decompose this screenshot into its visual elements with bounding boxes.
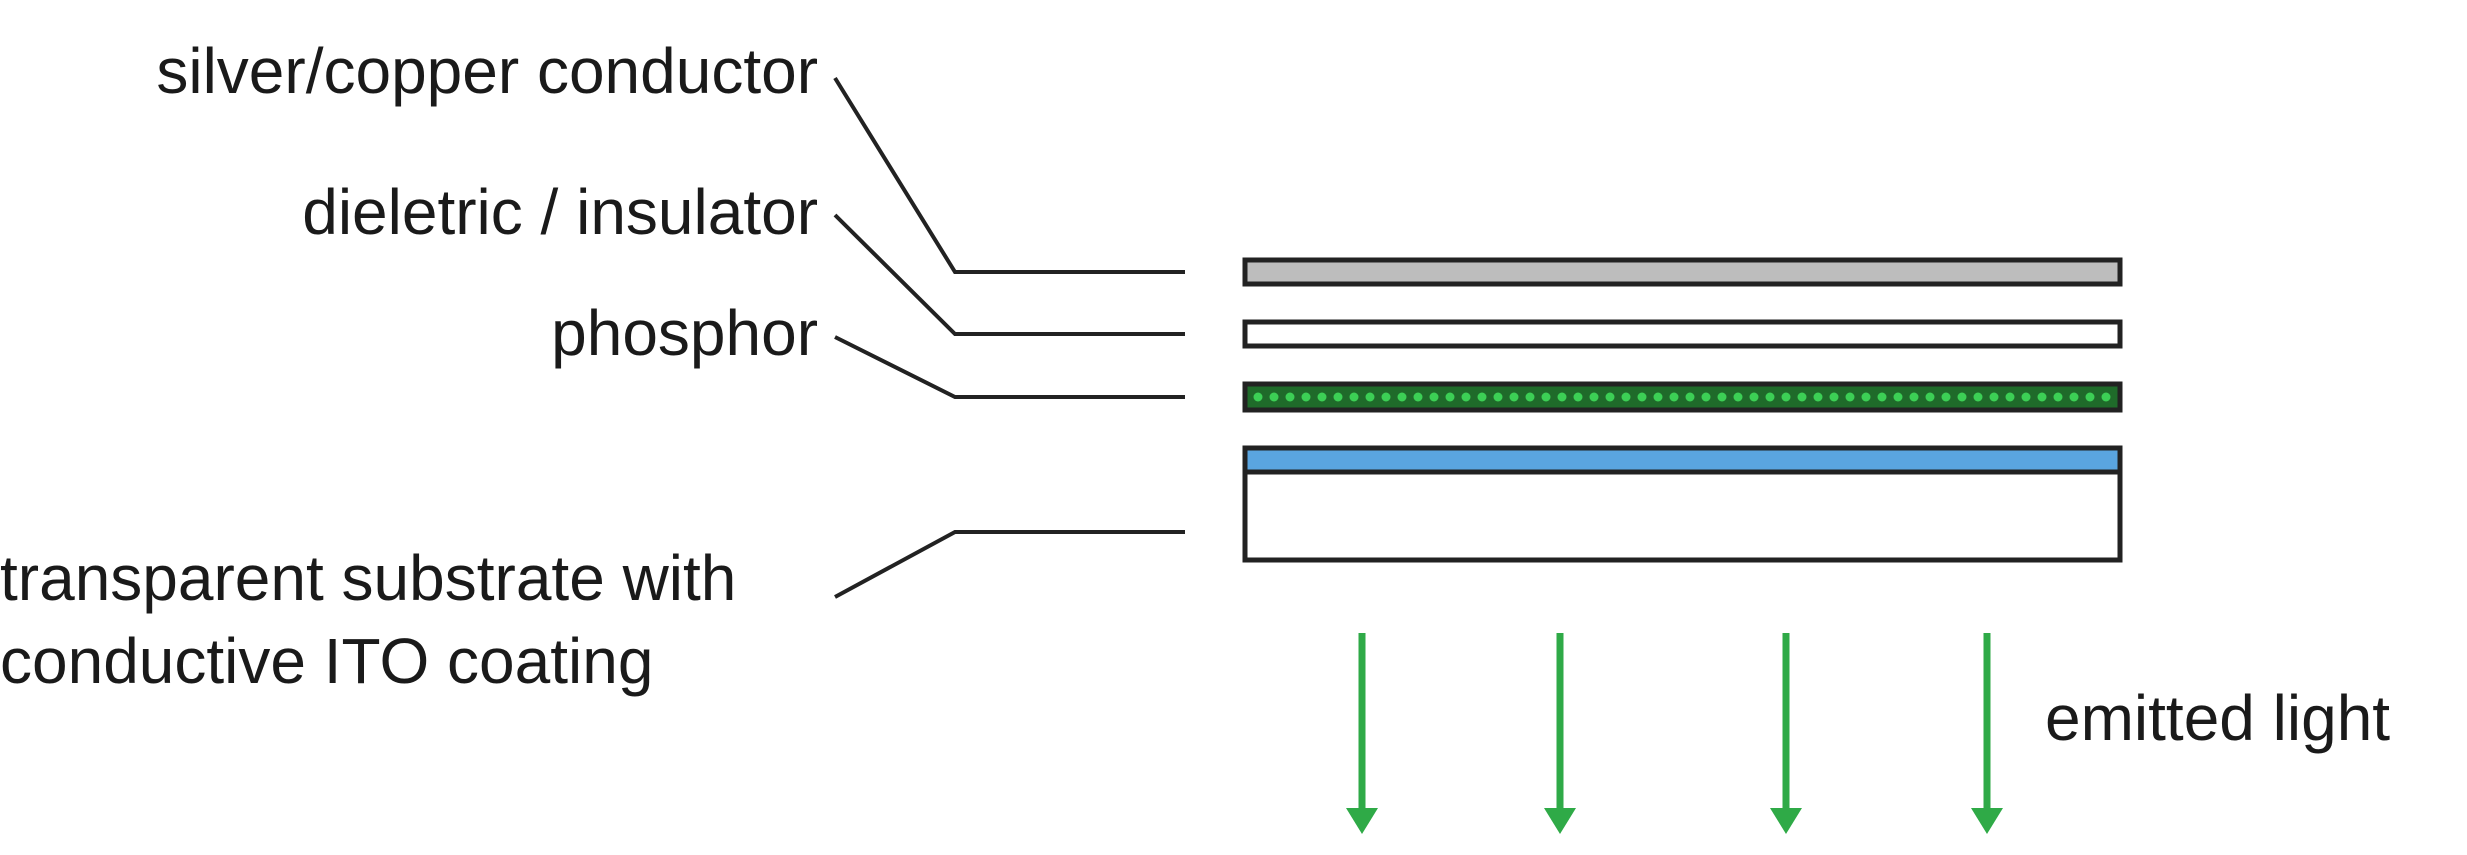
phosphor-particle bbox=[1669, 392, 1679, 402]
emitted-light-arrow-4 bbox=[1971, 633, 2003, 834]
layer-conductor bbox=[1242, 257, 2123, 287]
phosphor-particle bbox=[1397, 392, 1407, 402]
label-emitted-light: emitted light bbox=[2045, 682, 2390, 754]
phosphor-particle bbox=[1477, 392, 1487, 402]
phosphor-particle bbox=[1717, 392, 1727, 402]
label-phosphor: phosphor bbox=[551, 297, 818, 369]
phosphor-particle bbox=[1525, 392, 1535, 402]
emitted-light-arrow-2 bbox=[1544, 633, 1576, 834]
phosphor-particle bbox=[2053, 392, 2063, 402]
phosphor-particle bbox=[1685, 392, 1695, 402]
label-conductor: silver/copper conductor bbox=[156, 35, 818, 107]
emitted-light-arrow-3 bbox=[1770, 633, 1802, 834]
phosphor-particle bbox=[1317, 392, 1327, 402]
label-dielectric: dieletric / insulator bbox=[302, 176, 818, 248]
phosphor-particle bbox=[1429, 392, 1439, 402]
phosphor-particle bbox=[1893, 392, 1903, 402]
phosphor-particle bbox=[1813, 392, 1823, 402]
phosphor-particle bbox=[1541, 392, 1551, 402]
emitted-light-arrow-head bbox=[1544, 808, 1576, 834]
phosphor-particle bbox=[1877, 392, 1887, 402]
phosphor-particle bbox=[1269, 392, 1279, 402]
leader-line-conductor bbox=[833, 76, 1185, 274]
phosphor-particle bbox=[1589, 392, 1599, 402]
phosphor-particle bbox=[2069, 392, 2079, 402]
phosphor-particle bbox=[1349, 392, 1359, 402]
phosphor-particle bbox=[1733, 392, 1743, 402]
phosphor-particle bbox=[1797, 392, 1807, 402]
phosphor-particle bbox=[2101, 392, 2111, 402]
phosphor-particle bbox=[1333, 392, 1343, 402]
phosphor-particle bbox=[1573, 392, 1583, 402]
phosphor-particle bbox=[2005, 392, 2015, 402]
emitted-light-arrow-1 bbox=[1346, 633, 1378, 834]
phosphor-particle bbox=[1637, 392, 1647, 402]
phosphor-particles bbox=[1253, 392, 2111, 402]
label-substrate-line1: transparent substrate with bbox=[0, 542, 736, 614]
phosphor-particle bbox=[1413, 392, 1423, 402]
leader-line-phosphor bbox=[834, 335, 1185, 399]
phosphor-particle bbox=[1781, 392, 1791, 402]
layer-dielectric bbox=[1242, 319, 2123, 349]
phosphor-particle bbox=[1253, 392, 1263, 402]
phosphor-particle bbox=[1861, 392, 1871, 402]
phosphor-particle bbox=[1493, 392, 1503, 402]
phosphor-particle bbox=[1509, 392, 1519, 402]
phosphor-particle bbox=[1909, 392, 1919, 402]
emitted-light-arrow-head bbox=[1770, 808, 1802, 834]
phosphor-particle bbox=[1829, 392, 1839, 402]
phosphor-particle bbox=[1925, 392, 1935, 402]
layer-ito-coating bbox=[1242, 445, 2123, 475]
leader-line-dielectric bbox=[833, 213, 1185, 336]
phosphor-particle bbox=[1621, 392, 1631, 402]
phosphor-particle bbox=[1765, 392, 1775, 402]
phosphor-particle bbox=[2085, 392, 2095, 402]
emitted-light-arrow-head bbox=[1346, 808, 1378, 834]
phosphor-particle bbox=[1957, 392, 1967, 402]
phosphor-particle bbox=[1845, 392, 1855, 402]
phosphor-particle bbox=[1749, 392, 1759, 402]
phosphor-particle bbox=[1605, 392, 1615, 402]
phosphor-particle bbox=[2037, 392, 2047, 402]
phosphor-particle bbox=[1445, 392, 1455, 402]
phosphor-particle bbox=[2021, 392, 2031, 402]
phosphor-particle bbox=[1461, 392, 1471, 402]
label-substrate-line2: conductive ITO coating bbox=[0, 625, 653, 697]
phosphor-particle bbox=[1701, 392, 1711, 402]
layer-phosphor bbox=[1242, 381, 2123, 413]
phosphor-particle bbox=[1557, 392, 1567, 402]
phosphor-particle bbox=[1653, 392, 1663, 402]
emitted-light-arrow-head bbox=[1971, 808, 2003, 834]
phosphor-particle bbox=[1285, 392, 1295, 402]
phosphor-particle bbox=[1381, 392, 1391, 402]
phosphor-particle bbox=[1301, 392, 1311, 402]
leader-line-substrate bbox=[834, 530, 1185, 599]
phosphor-particle bbox=[1973, 392, 1983, 402]
phosphor-particle bbox=[1365, 392, 1375, 402]
phosphor-particle bbox=[1989, 392, 1999, 402]
phosphor-particle bbox=[1941, 392, 1951, 402]
